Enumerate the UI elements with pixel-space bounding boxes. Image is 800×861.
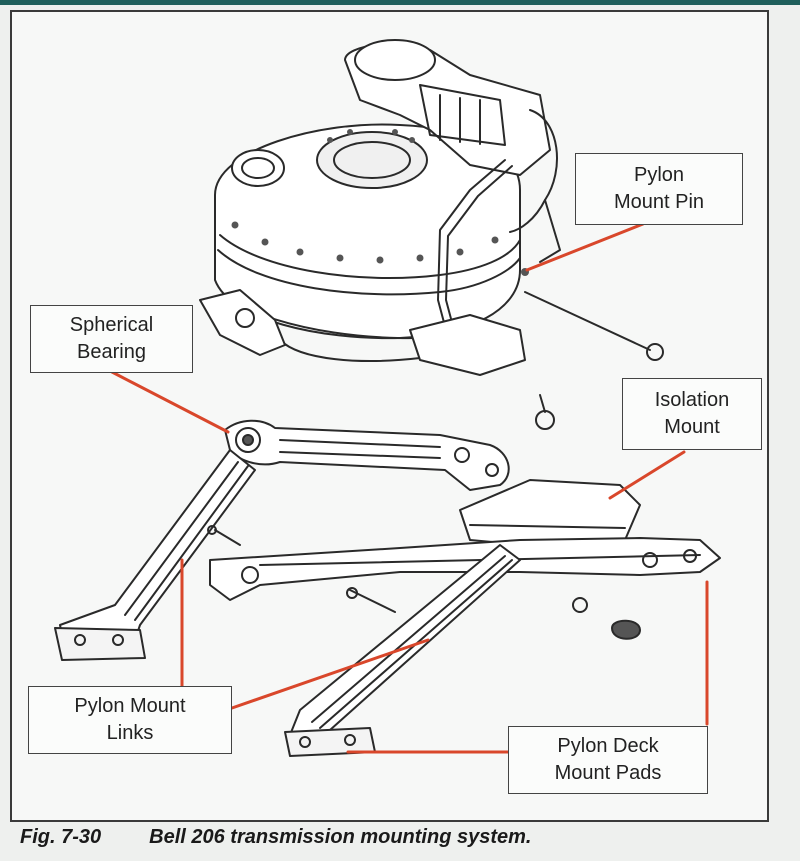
figure-caption: Fig. 7-30 Bell 206 transmission mounting … bbox=[20, 826, 531, 849]
label-spherical-bearing: Spherical Bearing bbox=[30, 305, 193, 373]
label-isolation-mount: Isolation Mount bbox=[622, 378, 762, 450]
loose-hardware bbox=[524, 291, 664, 640]
deck-crossbar bbox=[207, 525, 721, 613]
top-accent-bar bbox=[0, 0, 800, 5]
leader-lines bbox=[110, 222, 709, 754]
upper-mount-link bbox=[224, 419, 510, 491]
transmission-housing bbox=[199, 39, 561, 430]
label-pylon-mount-links: Pylon Mount Links bbox=[28, 686, 232, 754]
left-mount-link bbox=[54, 449, 256, 661]
figure-number: Fig. 7-30 bbox=[20, 826, 102, 848]
leader-pylon-mount-pin bbox=[525, 222, 645, 272]
figure-caption-text: Bell 206 transmission mounting system. bbox=[149, 826, 532, 848]
leader-links-right bbox=[230, 638, 430, 710]
label-pylon-deck-mount-pads: Pylon Deck Mount Pads bbox=[508, 726, 708, 794]
label-pylon-mount-pin: Pylon Mount Pin bbox=[575, 153, 743, 225]
leader-spherical-bearing bbox=[110, 370, 230, 434]
isolation-mount-plate bbox=[459, 479, 641, 549]
leader-isolation-mount bbox=[608, 450, 686, 500]
